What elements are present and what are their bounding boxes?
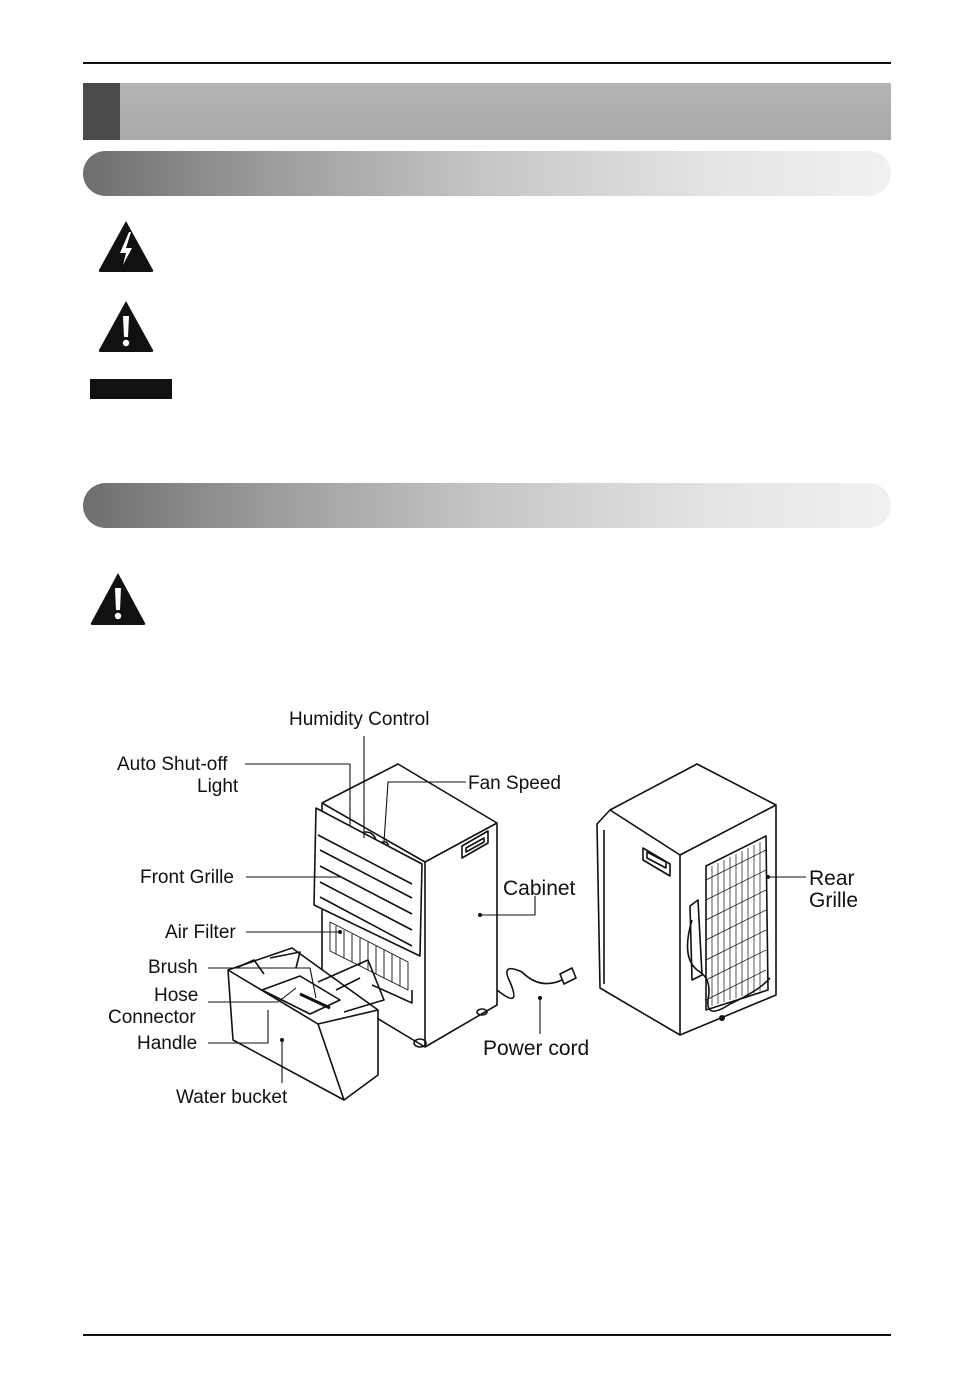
label-rear: Rear [809, 867, 855, 890]
label-hose: Hose [154, 985, 198, 1006]
caution-label-box [90, 379, 172, 399]
label-auto-shutoff: Auto Shut-off [117, 754, 228, 775]
label-handle: Handle [137, 1033, 197, 1054]
label-front-grille: Front Grille [140, 867, 234, 888]
bottom-rule [83, 1334, 891, 1336]
chapter-title-bar [83, 83, 891, 140]
water-bucket [227, 947, 379, 1101]
section-header-parts [83, 483, 891, 528]
dehumidifier-parts-diagram: Humidity Control Auto Shut-off Light Fan… [108, 709, 858, 1108]
label-brush: Brush [148, 957, 198, 978]
label-auto-shutoff-light: Light [197, 776, 239, 797]
top-rule [83, 62, 891, 64]
label-humidity-control: Humidity Control [289, 709, 429, 730]
rear-grille [705, 835, 769, 1011]
label-hose-connector: Connector [108, 1007, 196, 1028]
exclamation-warning-icon [98, 301, 154, 352]
label-fan-speed: Fan Speed [468, 773, 561, 794]
label-rear-grille: Grille [809, 889, 858, 912]
chapter-title-block [83, 83, 120, 140]
high-voltage-warning-icon [98, 221, 154, 272]
label-cabinet: Cabinet [503, 877, 576, 900]
label-power-cord: Power cord [483, 1037, 589, 1060]
label-water-bucket: Water bucket [176, 1087, 288, 1108]
air-filter [329, 921, 409, 991]
label-air-filter: Air Filter [165, 922, 236, 943]
section-header-safety [83, 151, 891, 196]
power-cord [496, 967, 563, 1000]
exclamation-warning-icon [90, 573, 146, 625]
front-grille-panel [313, 807, 423, 957]
